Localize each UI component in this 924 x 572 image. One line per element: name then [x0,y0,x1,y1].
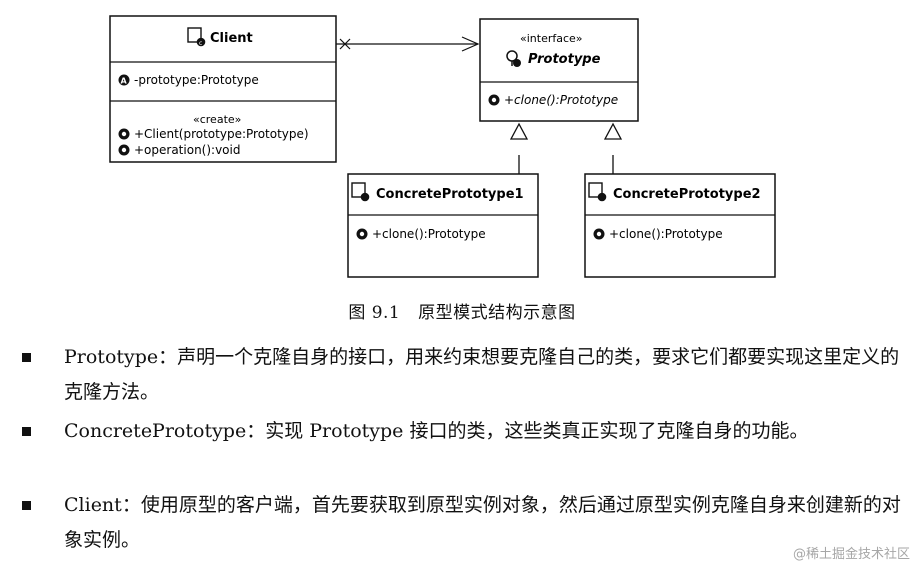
concrete-prototype-2-method: +clone():Prototype [609,227,723,241]
concrete-prototype-2-name: ConcretePrototype2 [613,187,761,202]
public-operation-icon [356,228,368,240]
client-constructor: +Client(prototype:Prototype) [134,127,309,141]
client-operation: +operation():void [134,143,240,157]
watermark: @稀土掘金技术社区 [792,547,910,562]
svg-text:c: c [199,40,202,47]
prototype-interface-name: Prototype [528,52,601,67]
class-icon: c [187,27,206,47]
prototype-interface: «interface» Prototype +clone():Prototype [479,18,639,122]
public-operation-icon [488,94,500,106]
description-text: ：声明一个克隆自身的接口，用来约束想要克隆自己的类，要求它们都要实现这里定义的克… [64,346,900,403]
svg-text:A: A [121,77,128,86]
class-icon [588,182,607,202]
interface-icon [506,50,521,67]
concrete-prototype-1-method: +clone():Prototype [372,227,486,241]
figure-number: 图 9.1 [348,303,401,323]
association-arrow [336,36,480,52]
concrete-prototype-1-name: ConcretePrototype1 [376,187,524,202]
public-operation-icon [118,128,130,140]
client-attribute: -prototype:Prototype [134,73,259,87]
bullet-icon [22,501,31,510]
description-term: Client [64,494,122,516]
abstract-attribute-icon: A [118,74,130,86]
description-term: Prototype [64,346,159,368]
public-operation-icon [118,144,130,156]
client-class-name: Client [210,31,253,46]
bullet-icon [22,353,31,362]
description-item: Client：使用原型的客户端，首先要获取到原型实例对象，然后通过原型实例克隆自… [22,488,902,558]
concrete-prototype-1-class: ConcretePrototype1 +clone():Prototype [347,173,539,278]
figure-caption: 图 9.1 原型模式结构示意图 [0,298,924,323]
bullet-icon [22,427,31,436]
concrete-prototype-2-class: ConcretePrototype2 +clone():Prototype [584,173,776,278]
description-text: ：使用原型的客户端，首先要获取到原型实例对象，然后通过原型实例克隆自身来创建新的… [64,494,901,551]
interface-stereotype: «interface» [520,32,583,45]
description-term: ConcretePrototype [64,420,247,442]
client-class: c Client A -prototype:Prototype «create»… [109,15,337,163]
create-stereotype: «create» [193,113,241,126]
description-item: Prototype：声明一个克隆自身的接口，用来约束想要克隆自己的类，要求它们都… [22,340,902,410]
class-icon [351,182,370,202]
figure-title: 原型模式结构示意图 [418,303,576,323]
realization-arrow-1 [509,122,529,174]
realization-arrow-2 [603,122,623,174]
description-text: ：实现 Prototype 接口的类，这些类真正实现了克隆自身的功能。 [246,420,809,442]
prototype-clone-method: +clone():Prototype [504,93,618,107]
public-operation-icon [593,228,605,240]
uml-class-diagram: c Client A -prototype:Prototype «create»… [109,15,776,278]
description-item: ConcretePrototype：实现 Prototype 接口的类，这些类真… [22,414,902,449]
